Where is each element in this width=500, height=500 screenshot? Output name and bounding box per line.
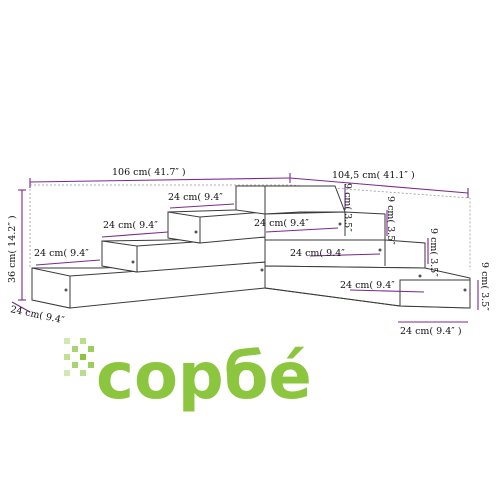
right-step-width-label-2: 24 cm( 9.4″	[290, 248, 345, 259]
left-width-label: 106 cm( 41.7″ )	[112, 167, 186, 178]
left-step-width-label-2: 24 cm( 9.4″	[103, 220, 158, 231]
step-height-label-3: 9 cm( 3.5″	[428, 228, 439, 277]
brand-name: copбé	[96, 340, 312, 414]
left-staircase	[31, 185, 301, 309]
right-step-width-label-3: 24 cm( 9.4″	[340, 280, 395, 291]
step-height-label-1: 9 cm( 3.5″	[342, 183, 353, 232]
left-step-width-label-3: 24 cm( 9.4″	[168, 192, 223, 203]
height-left-label: 36 cm( 14.2″ )	[7, 215, 18, 283]
right-step-width-label-1: 24 cm( 9.4″	[254, 218, 309, 229]
pixel-mark-icon	[64, 338, 94, 376]
left-step-width-label-1: 24 cm( 9.4″	[34, 248, 89, 259]
right-width-label: 104,5 cm( 41.1″ )	[332, 170, 415, 181]
left-front-depth-label: 24 cm( 9.4″	[9, 304, 65, 326]
step-dimension-lines	[11, 184, 468, 323]
overall-dimension-lines	[18, 173, 479, 310]
step-height-label-2: 9 cm( 3.5″	[385, 196, 396, 245]
step-height-label-4: 9 cm( 3.5″	[479, 262, 490, 311]
right-staircase	[264, 185, 471, 309]
outline-guides	[29, 184, 471, 270]
right-bottom-width-label: 24 cm( 9.4″ )	[400, 326, 462, 337]
brand-logo: copбé	[64, 338, 312, 414]
